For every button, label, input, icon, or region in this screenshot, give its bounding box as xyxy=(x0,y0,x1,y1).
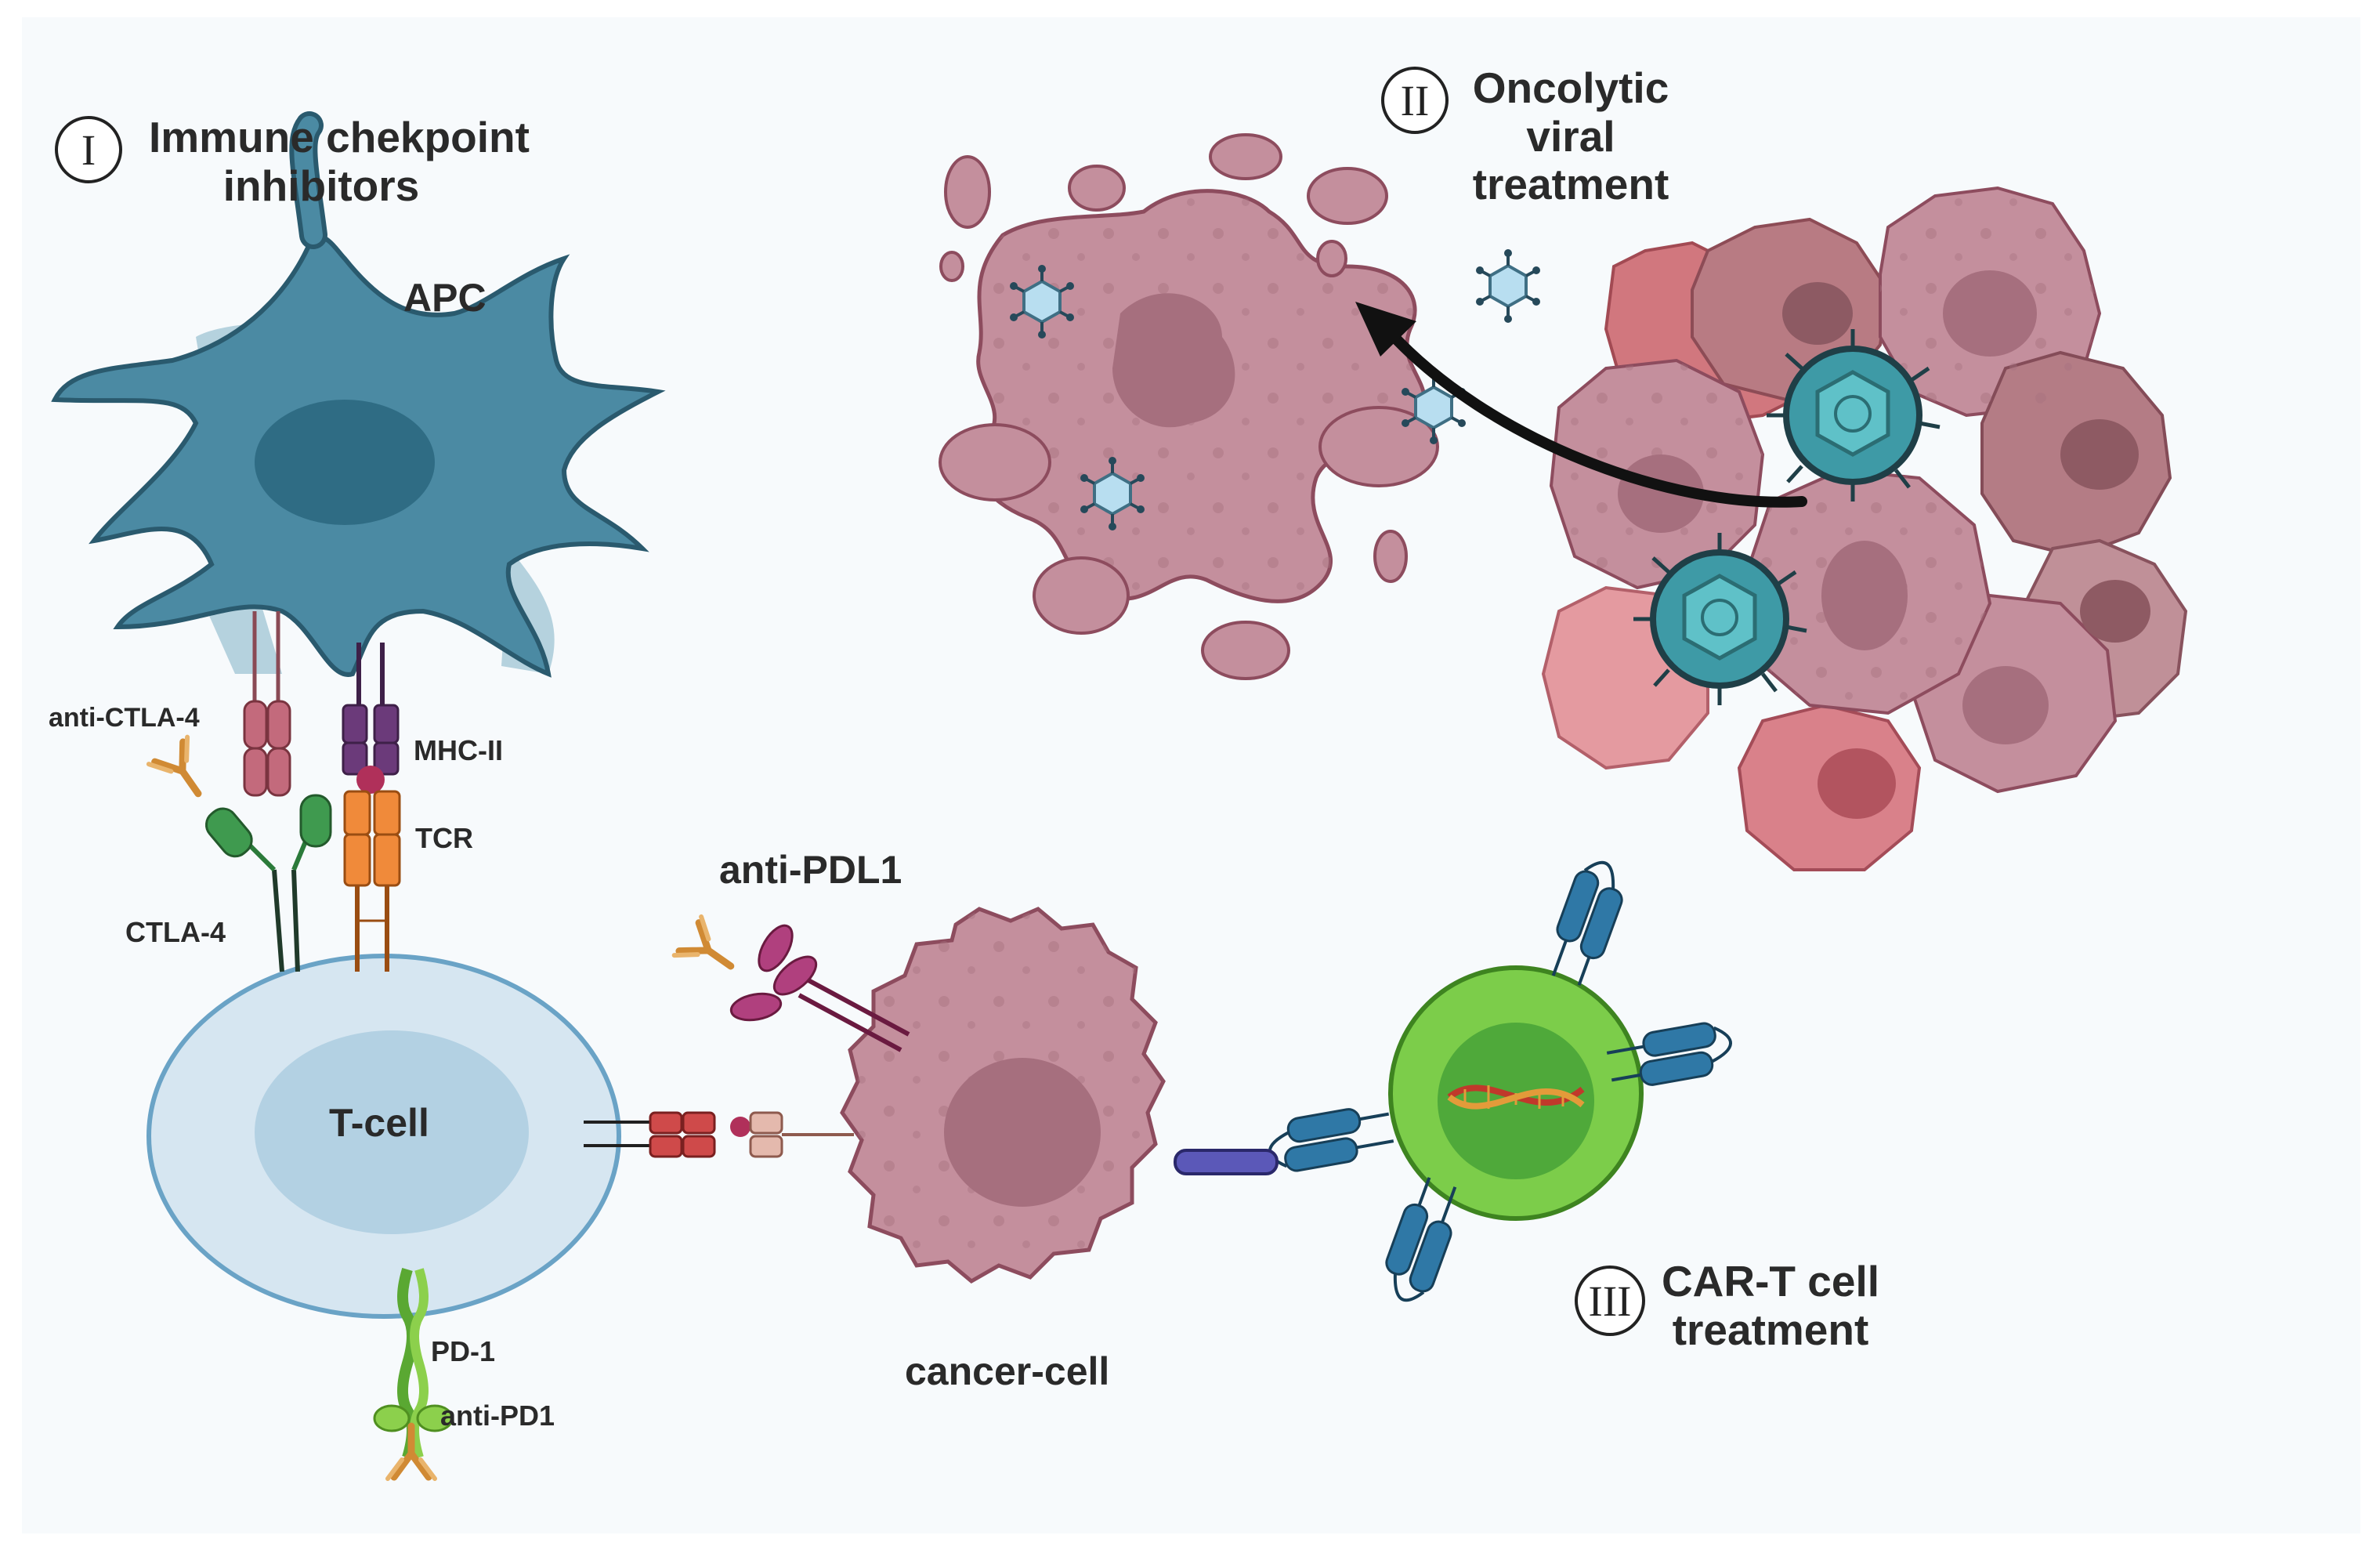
title-line: treatment xyxy=(1672,1305,1869,1354)
anti-pdl1-antibody xyxy=(729,924,910,1052)
t-cell xyxy=(146,954,621,1319)
mhc-ii xyxy=(342,643,400,794)
lysis-arrow xyxy=(1355,302,1807,508)
numeral-text: III xyxy=(1588,1276,1632,1325)
section-numeral-iii: III xyxy=(1575,1266,1645,1336)
apc-receptor-cd80 xyxy=(243,611,291,797)
anti-ctla4-antibody xyxy=(149,737,218,807)
ctla4-label: CTLA-4 xyxy=(125,916,226,948)
section-title-oncolytic: Oncolytic viral treatment xyxy=(1457,63,1684,209)
title-line: viral xyxy=(1526,111,1615,161)
section-numeral-i: I xyxy=(55,116,122,183)
tumor-cluster xyxy=(1541,186,2188,871)
infecting-virus-large-1 xyxy=(1767,329,1941,501)
title-line: Oncolytic xyxy=(1472,63,1669,112)
pd1-label: PD-1 xyxy=(431,1335,496,1367)
section-numeral-ii: II xyxy=(1381,67,1449,134)
apc-cell xyxy=(51,111,666,678)
tcr xyxy=(343,790,401,972)
ctla4-receptor xyxy=(204,794,332,972)
title-line: Immune chekpoint xyxy=(149,113,530,161)
cancer-cell xyxy=(840,907,1166,1284)
numeral-text: II xyxy=(1400,76,1430,125)
title-line: treatment xyxy=(1472,160,1669,209)
title-line: inhibitors xyxy=(222,161,420,210)
tumor-antigen xyxy=(1174,1149,1279,1175)
tcr-label: TCR xyxy=(415,822,473,854)
t-cell-label: T-cell xyxy=(329,1101,429,1145)
lysed-cancer-cell xyxy=(939,133,1439,680)
mhc-ii-label: MHC-II xyxy=(414,734,503,766)
anti-ctla4-label: anti-CTLA-4 xyxy=(49,703,200,733)
anti-pdl1-label: anti-PDL1 xyxy=(719,848,902,892)
section-title-immune-checkpoint: Immune chekpoint inhibitors xyxy=(149,113,530,210)
cancer-cell-label: cancer-cell xyxy=(905,1349,1110,1393)
free-virus-4 xyxy=(1474,248,1542,324)
pd1-pdl1-bridge xyxy=(584,1111,854,1158)
infecting-virus-large-2 xyxy=(1633,533,1807,705)
title-line: CAR-T cell xyxy=(1661,1257,1880,1305)
numeral-text: I xyxy=(81,125,96,174)
car-t-cell xyxy=(1388,965,1644,1221)
pd1-receptor xyxy=(373,1267,454,1460)
anti-pd1-antibody xyxy=(388,1426,435,1479)
section-title-car-t: CAR-T cell treatment xyxy=(1653,1257,1888,1354)
free-anti-pdl1-antibody xyxy=(675,917,744,986)
apc-label: APC xyxy=(403,276,486,320)
anti-pd1-label: anti-PD1 xyxy=(440,1399,555,1432)
